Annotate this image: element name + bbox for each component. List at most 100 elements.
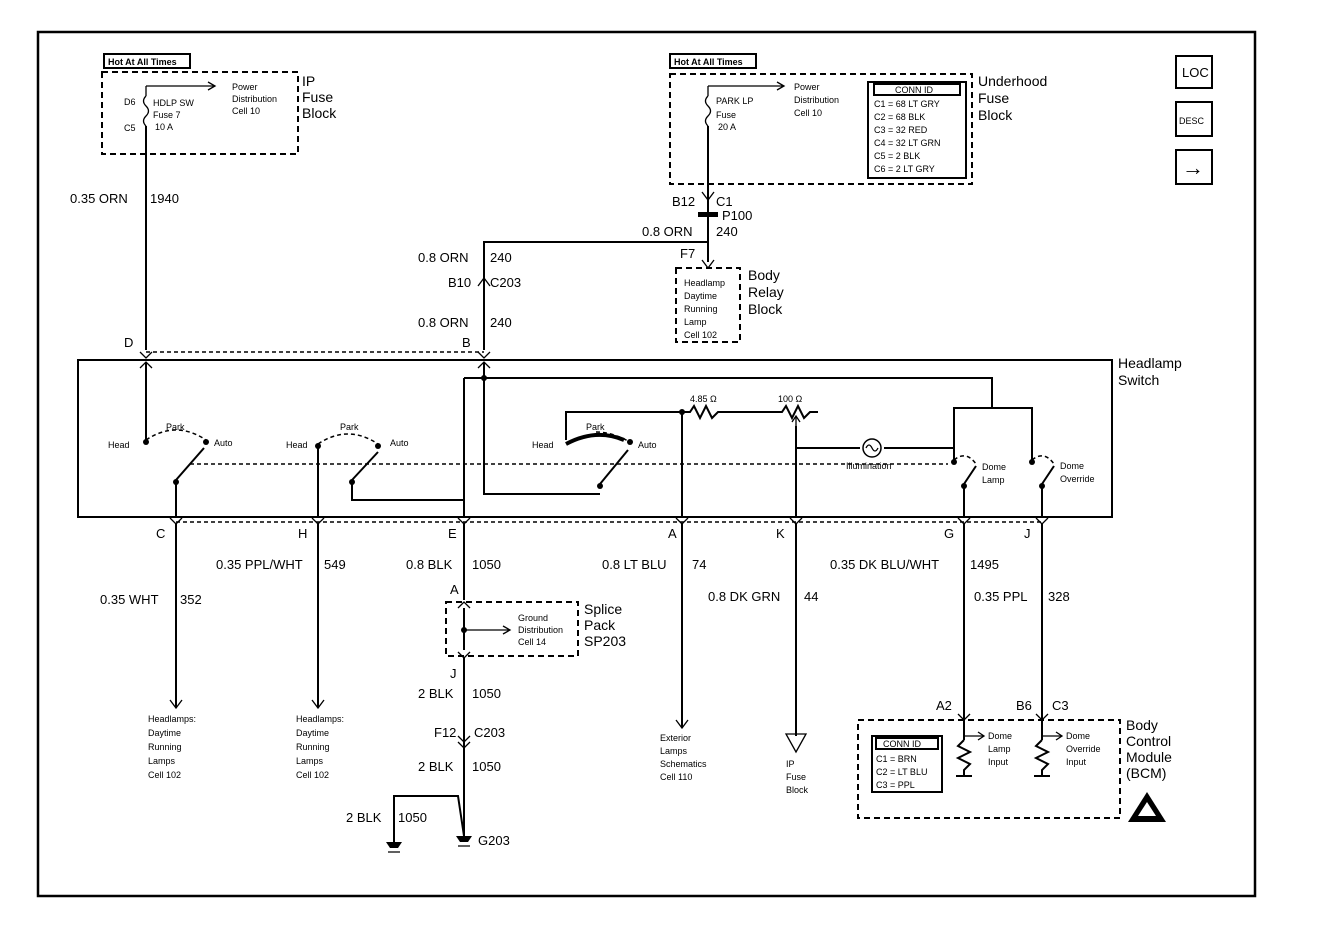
svg-text:Body: Body — [748, 267, 780, 283]
svg-text:Lamp: Lamp — [982, 475, 1005, 485]
svg-text:Cell 10: Cell 10 — [232, 106, 260, 116]
svg-text:Switch: Switch — [1118, 372, 1159, 388]
svg-text:Auto: Auto — [214, 438, 233, 448]
svg-text:C203: C203 — [474, 725, 505, 740]
svg-text:P100: P100 — [722, 208, 752, 223]
svg-text:J: J — [450, 666, 457, 681]
svg-text:Ground: Ground — [518, 613, 548, 623]
svg-text:100 Ω: 100 Ω — [778, 394, 803, 404]
svg-text:Lamps: Lamps — [148, 756, 176, 766]
svg-text:0.35 PPL: 0.35 PPL — [974, 589, 1028, 604]
svg-text:Running: Running — [148, 742, 182, 752]
svg-text:Power: Power — [232, 82, 258, 92]
svg-text:549: 549 — [324, 557, 346, 572]
svg-text:LOC: LOC — [1182, 65, 1209, 80]
svg-text:1050: 1050 — [472, 557, 501, 572]
svg-text:Relay: Relay — [748, 284, 784, 300]
svg-text:Daytime: Daytime — [296, 728, 329, 738]
ground-icon — [386, 836, 472, 853]
svg-text:Distribution: Distribution — [232, 94, 277, 104]
svg-text:0.35 WHT: 0.35 WHT — [100, 592, 159, 607]
svg-text:F12: F12 — [434, 725, 456, 740]
illumination-lamp-icon — [862, 438, 882, 458]
svg-text:DESC: DESC — [1179, 116, 1205, 126]
svg-text:Lamp: Lamp — [988, 744, 1011, 754]
svg-text:0.8 ORN: 0.8 ORN — [418, 250, 469, 265]
hot-label: Hot At All Times — [108, 57, 177, 67]
resistor-100 — [776, 403, 818, 421]
svg-text:Cell 110: Cell 110 — [660, 772, 692, 782]
svg-text:C6 = 2 LT GRY: C6 = 2 LT GRY — [874, 164, 935, 174]
svg-text:Illumination: Illumination — [846, 461, 892, 471]
fuse-symbol — [142, 95, 150, 127]
svg-text:B10: B10 — [448, 275, 471, 290]
svg-text:PARK LP: PARK LP — [716, 96, 753, 106]
svg-text:Running: Running — [684, 304, 718, 314]
next-button[interactable]: → — [1175, 149, 1213, 185]
svg-text:1050: 1050 — [472, 686, 501, 701]
svg-text:Dome: Dome — [1066, 731, 1090, 741]
svg-text:Headlamp: Headlamp — [684, 278, 725, 288]
svg-text:Block: Block — [748, 301, 783, 317]
svg-text:Headlamp: Headlamp — [1118, 355, 1182, 371]
svg-text:4.85 Ω: 4.85 Ω — [690, 394, 717, 404]
fuse-block-outline — [101, 71, 299, 155]
svg-text:Override: Override — [1060, 474, 1095, 484]
wire-1940-size: 0.35 ORN — [70, 191, 128, 206]
svg-text:IP: IP — [786, 759, 795, 769]
reference-triangle-icon — [784, 733, 808, 754]
svg-text:1495: 1495 — [970, 557, 999, 572]
svg-text:Cell 102: Cell 102 — [148, 770, 181, 780]
svg-text:C1: C1 — [716, 194, 733, 209]
svg-text:0.8 ORN: 0.8 ORN — [642, 224, 693, 239]
svg-text:Override: Override — [1066, 744, 1101, 754]
svg-text:Auto: Auto — [638, 440, 657, 450]
arrow-right-icon: → — [1182, 155, 1204, 180]
svg-text:Park: Park — [166, 422, 185, 432]
svg-text:C3 = 32 RED: C3 = 32 RED — [874, 125, 928, 135]
svg-text:Running: Running — [296, 742, 330, 752]
splice-pack-sp203: Ground Distribution Cell 14 Splice Pack … — [445, 601, 626, 657]
svg-text:Distribution: Distribution — [518, 625, 563, 635]
svg-text:0.8 ORN: 0.8 ORN — [418, 315, 469, 330]
ip-fuse-block: Hot At All Times D6 C5 HDLP SW Fuse 7 10… — [101, 53, 337, 350]
wire-1940-num: 1940 — [150, 191, 179, 206]
svg-text:G203: G203 — [478, 833, 510, 848]
svg-text:Dome: Dome — [1060, 461, 1084, 471]
svg-text:C: C — [156, 526, 165, 541]
svg-text:Control: Control — [1126, 733, 1171, 749]
svg-text:20 A: 20 A — [718, 122, 736, 132]
underhood-fuse-block: Hot At All Times PARK LP Fuse 20 A Power… — [669, 53, 1047, 262]
svg-text:D6: D6 — [124, 97, 136, 107]
desc-button[interactable]: DESC — [1175, 101, 1213, 137]
svg-text:10 A: 10 A — [155, 122, 173, 132]
svg-text:Lamps: Lamps — [296, 756, 324, 766]
svg-text:C5: C5 — [124, 123, 136, 133]
loc-button[interactable]: LOC — [1175, 55, 1213, 89]
svg-text:Fuse: Fuse — [786, 772, 806, 782]
p100-splice — [698, 212, 718, 217]
resistor-dome-lamp — [955, 739, 973, 776]
svg-text:0.35 DK BLU/WHT: 0.35 DK BLU/WHT — [830, 557, 939, 572]
svg-text:352: 352 — [180, 592, 202, 607]
svg-text:C3 = PPL: C3 = PPL — [876, 780, 915, 790]
svg-text:Cell 102: Cell 102 — [296, 770, 329, 780]
svg-text:Block: Block — [786, 785, 809, 795]
conn-id-table — [867, 81, 967, 179]
svg-text:Fuse: Fuse — [302, 89, 333, 105]
svg-text:B12: B12 — [672, 194, 695, 209]
svg-text:K: K — [776, 526, 785, 541]
svg-text:0.8 DK GRN: 0.8 DK GRN — [708, 589, 780, 604]
svg-text:C3: C3 — [1052, 698, 1069, 713]
svg-text:C203: C203 — [490, 275, 521, 290]
svg-text:Distribution: Distribution — [794, 95, 839, 105]
svg-text:Cell 14: Cell 14 — [518, 637, 546, 647]
svg-text:2 BLK: 2 BLK — [418, 686, 454, 701]
svg-text:Lamps: Lamps — [660, 746, 688, 756]
svg-text:HDLP SW: HDLP SW — [153, 98, 194, 108]
svg-text:44: 44 — [804, 589, 818, 604]
svg-text:Block: Block — [978, 107, 1013, 123]
svg-text:CONN ID: CONN ID — [883, 739, 922, 749]
svg-text:Cell 102: Cell 102 — [684, 330, 717, 340]
